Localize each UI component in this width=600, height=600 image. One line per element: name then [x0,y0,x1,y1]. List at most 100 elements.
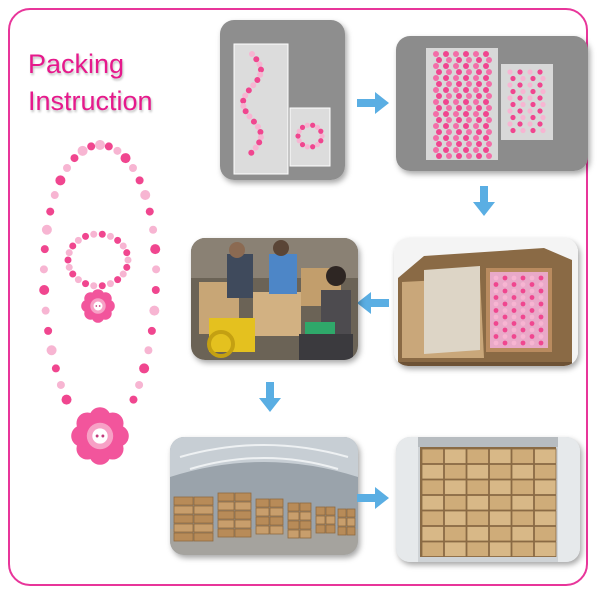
bulk-bead [456,141,462,147]
container-carton [421,495,444,511]
bulk-bead [453,123,459,129]
bracelet-bead [106,232,114,240]
bulk-bead [473,51,479,57]
carton-bead [538,275,544,281]
warehouse-carton [287,502,300,512]
bag-bead [296,138,302,144]
bulk-bead [530,88,536,95]
container-carton [466,464,489,480]
container-carton [489,448,512,464]
bag-bead [310,122,316,128]
bulk-bead [443,123,449,129]
carton-bead [520,288,526,294]
bulk-bead [486,129,492,135]
bulk-bead [537,69,543,75]
bag-bead [257,129,264,135]
warehouse-carton [337,526,347,536]
warehouse-carton [299,529,312,539]
bulk-bead [486,153,492,159]
bulk-bead [456,129,462,135]
carton-bead [529,327,535,333]
bulk-bead [486,117,492,123]
bulk-bead [446,93,452,99]
bulk-bead [483,111,489,117]
bracelet-bead [90,230,98,238]
carton-bead [520,327,526,333]
carton-bead [493,334,499,339]
bulk-bead [433,135,439,141]
bulk-bead [436,153,442,159]
step-6-container-loading [396,437,580,562]
bulk-bead [473,99,479,105]
bulk-bead [530,114,536,121]
bulk-bead [453,99,459,105]
bulk-bead [537,95,543,101]
container-carton [489,526,512,542]
bracelet-bead [65,263,73,271]
necklace-bead [40,245,49,254]
bag-bead [314,124,321,130]
warehouse-carton [346,517,356,527]
warehouse-carton [269,507,284,517]
container-carton [534,541,557,557]
warehouse-carton [217,501,235,511]
carton-bead [520,275,526,281]
product-jewelry-set [20,139,180,470]
bulk-bead [433,111,439,117]
container-carton [511,510,534,526]
container-carton [444,541,467,557]
bulk-bead [507,69,513,75]
bulk-bead [433,123,439,129]
bulk-bead [537,121,543,127]
necklace-bead [149,305,160,316]
title-line-1: Packing [28,49,125,79]
carton-bead [502,295,508,300]
bulk-bead [433,99,439,105]
bag-bead [296,128,302,134]
container-carton [534,479,557,495]
container-carton [444,495,467,511]
container-carton [421,526,444,542]
container-carton [444,448,467,464]
bulk-bead [436,81,442,87]
warehouse-carton [217,528,235,538]
necklace-bead [151,286,160,294]
bulk-bead [507,108,513,114]
carton-bead [538,321,544,326]
bulk-bead [443,63,449,69]
bag-bead [256,61,263,68]
container-carton [489,479,512,495]
step-2-bulk-bagged-items [396,36,588,171]
container-carton [444,464,467,480]
bulk-bead [446,117,452,123]
carton-bead [502,282,508,287]
arrow-down-2 [259,382,281,412]
bag-bead [299,124,306,130]
bulk-bead [537,82,543,88]
bulk-bead [443,87,449,93]
bulk-bead [476,153,482,159]
bulk-bead [476,129,482,135]
step-3-carton-inner-boxes [394,238,578,366]
bulk-bead [476,117,482,123]
necklace-bead [149,225,158,234]
bulk-bead [473,147,479,153]
warehouse-carton [325,515,336,525]
bulk-bead [446,141,452,147]
carton-bead [502,288,508,294]
bulk-bead [453,135,459,141]
bag-bead [318,128,324,134]
necklace-flower-pendant [71,407,129,465]
bulk-bead [466,105,472,111]
carton-bead [511,288,517,294]
bag-bead [242,92,249,99]
bulk-bead [463,51,469,57]
carton-bead [511,321,517,326]
bulk-bead [443,135,449,141]
carton-bead [502,314,508,320]
bulk-bead [443,99,449,105]
bulk-bead [527,121,533,127]
bulk-bead [456,69,462,75]
bag-bead [257,66,264,73]
container-carton [466,541,489,557]
